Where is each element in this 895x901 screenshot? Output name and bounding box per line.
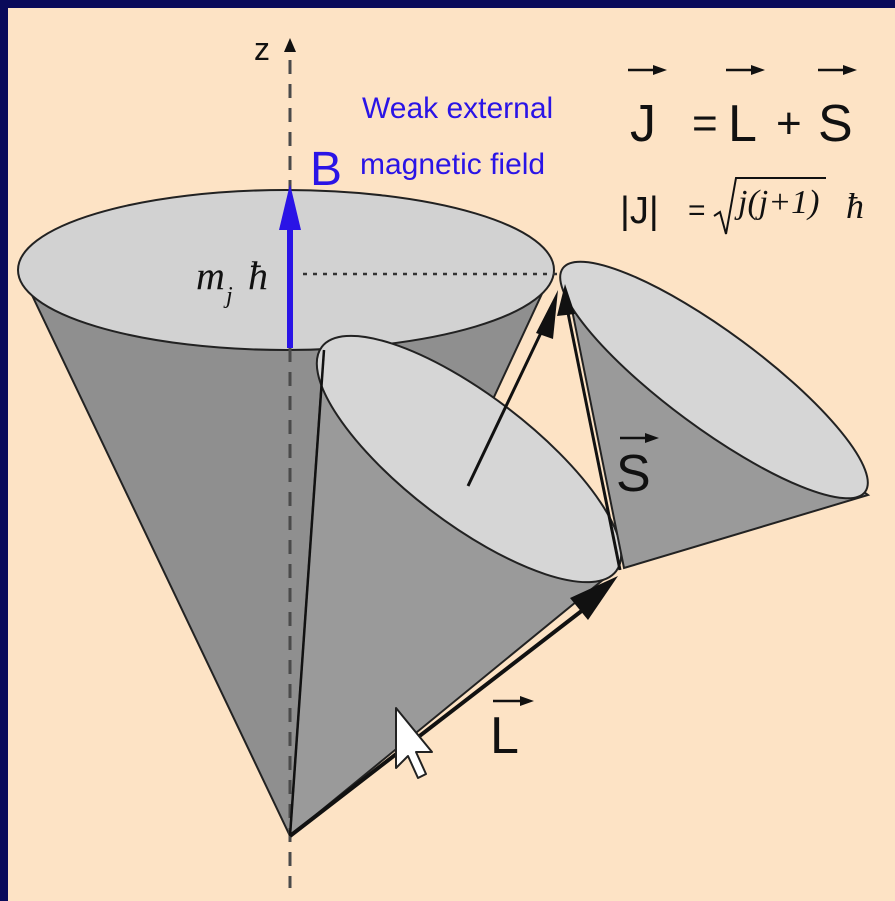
magnitude-hbar: ħ: [846, 186, 864, 226]
vec-arrow-s: [620, 433, 659, 443]
z-axis-arrowhead: [284, 38, 296, 52]
projection-label-sub: j: [226, 283, 233, 309]
vector-label-s: S: [616, 445, 651, 503]
magnitude-rhs: j(j+1): [738, 184, 820, 221]
equation-equals: =: [692, 99, 718, 148]
l-vector-line: [288, 604, 590, 838]
vec-arrow-l: [493, 696, 534, 706]
magnitude-lhs: |J|: [620, 190, 659, 232]
magnitude-equals: =: [688, 194, 706, 227]
projection-label-hbar: ħ: [248, 253, 268, 298]
sqrt-sign: [713, 177, 826, 235]
field-caption-line2: magnetic field: [360, 148, 546, 181]
diagram-canvas: z B Weak external magnetic field J = L +…: [8, 8, 895, 901]
vec-arrow-eq-s: [818, 65, 857, 75]
vector-label-l: L: [490, 707, 519, 765]
projection-label-m: m: [196, 253, 225, 298]
b-field-arrow: [279, 184, 301, 348]
equation-j: J: [630, 95, 656, 153]
vec-arrow-eq-l: [726, 65, 765, 75]
j-vector-line: [288, 349, 326, 837]
z-axis-label: z: [254, 31, 270, 67]
vec-arrow-eq-j: [628, 65, 667, 75]
l-vector-arrowhead: [570, 576, 618, 620]
field-caption-line1: Weak external: [362, 92, 554, 125]
s-vector-arrowhead: [557, 284, 575, 316]
b-field-symbol: B: [310, 143, 343, 196]
equation-plus: +: [776, 99, 802, 148]
l-cone-disk-arrow: [466, 317, 550, 487]
mouse-pointer-icon: [395, 707, 433, 779]
cone-diagram: [17, 38, 871, 888]
equation-l: L: [728, 95, 757, 153]
l-cone-disk-arrowhead: [536, 290, 558, 339]
s-vector-line: [565, 307, 622, 571]
equation-s: S: [818, 95, 853, 153]
s-precession-cone: [559, 260, 871, 570]
